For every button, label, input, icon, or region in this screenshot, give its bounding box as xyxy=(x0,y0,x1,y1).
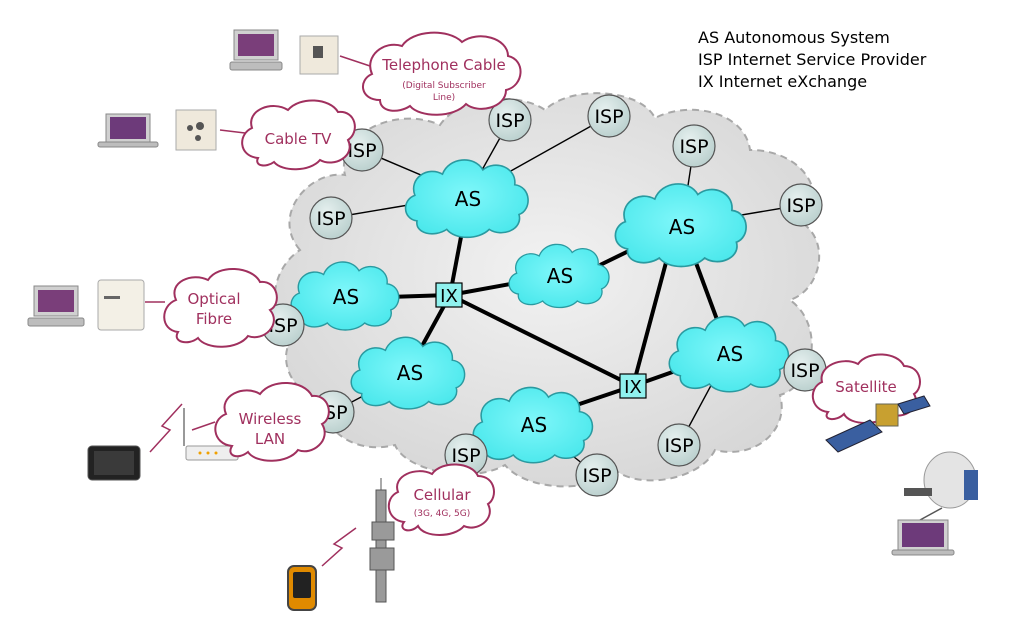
as-node: AS xyxy=(508,243,610,309)
svg-text:ISP: ISP xyxy=(451,445,480,467)
svg-text:Wireless: Wireless xyxy=(239,410,302,428)
svg-text:Cellular: Cellular xyxy=(413,486,471,504)
coax-socket-icon xyxy=(175,109,217,151)
isp-node: ISP xyxy=(779,183,823,227)
isp-node: ISP xyxy=(587,94,631,138)
wireless-signal-icon xyxy=(149,403,183,453)
optical-terminal-icon xyxy=(97,279,145,331)
as-node: AS xyxy=(290,261,400,331)
svg-text:AS: AS xyxy=(547,264,573,288)
svg-text:ISP: ISP xyxy=(495,110,524,132)
svg-text:ISP: ISP xyxy=(316,208,345,230)
telephone-bubble: Telephone Cable (Digital Subscriber Line… xyxy=(362,31,522,116)
svg-text:ISP: ISP xyxy=(268,315,297,337)
isp-node: ISP xyxy=(657,423,701,467)
wifi-router-icon xyxy=(183,408,239,461)
satellite-icon xyxy=(825,395,931,453)
svg-text:IX: IX xyxy=(624,377,642,398)
isp-node: ISP xyxy=(340,128,384,172)
wireless-bubble: Wireless LAN xyxy=(214,381,330,462)
svg-text:ISP: ISP xyxy=(679,136,708,158)
svg-text:ISP: ISP xyxy=(664,435,693,457)
satellite-dish-icon xyxy=(904,451,978,509)
mobile-phone-icon xyxy=(287,565,317,611)
svg-text:IX: IX xyxy=(440,286,458,307)
svg-text:(3G, 4G, 5G): (3G, 4G, 5G) xyxy=(414,509,471,519)
as-node: AS xyxy=(668,315,790,393)
svg-text:AS: AS xyxy=(717,342,743,366)
svg-text:AS: AS xyxy=(521,413,547,437)
svg-text:ISP: ISP xyxy=(594,106,623,128)
ix-node: IX xyxy=(435,282,463,308)
svg-text:AS: AS xyxy=(669,215,695,239)
telephone-computer-icon xyxy=(229,29,283,71)
isp-node: ISP xyxy=(488,98,532,142)
legend-as: AS Autonomous System xyxy=(698,28,890,47)
isp-node: ISP xyxy=(783,348,827,392)
isp-node: ISP xyxy=(575,453,619,497)
svg-text:ISP: ISP xyxy=(786,195,815,217)
cell-tower-icon xyxy=(369,478,395,603)
cable-tv-bubble: Cable TV xyxy=(241,99,356,171)
svg-text:ISP: ISP xyxy=(347,140,376,162)
svg-text:AS: AS xyxy=(333,285,359,309)
ix-node: IX xyxy=(619,373,647,399)
legend-ix: IX Internet eXchange xyxy=(698,72,868,91)
phone-socket-icon xyxy=(299,35,339,75)
optical-bubble: Optical Fibre xyxy=(163,267,278,348)
satellite-laptop-icon xyxy=(891,507,955,556)
svg-text:Cable TV: Cable TV xyxy=(265,130,333,148)
isp-node: ISP xyxy=(309,196,353,240)
isp-node: ISP xyxy=(672,124,716,168)
svg-text:AS: AS xyxy=(455,187,481,211)
as-node: AS xyxy=(404,159,529,239)
cable-tv-laptop-icon xyxy=(97,113,159,148)
svg-text:ISP: ISP xyxy=(582,465,611,487)
cellular-signal-icon xyxy=(321,527,357,567)
svg-text:(Digital Subscriber: (Digital Subscriber xyxy=(402,81,486,91)
svg-text:Fibre: Fibre xyxy=(196,310,232,328)
cellular-bubble: Cellular (3G, 4G, 5G) xyxy=(388,463,495,536)
svg-text:LAN: LAN xyxy=(255,430,285,448)
svg-text:Line): Line) xyxy=(433,93,455,103)
svg-text:Satellite: Satellite xyxy=(835,378,896,396)
as-node: AS xyxy=(472,386,594,464)
as-node: AS xyxy=(350,336,466,410)
svg-text:ISP: ISP xyxy=(790,360,819,382)
optical-computer-icon xyxy=(27,285,85,327)
svg-text:Optical: Optical xyxy=(188,290,241,308)
svg-text:AS: AS xyxy=(397,361,423,385)
tablet-icon xyxy=(87,445,141,481)
legend-isp: ISP Internet Service Provider xyxy=(698,50,927,69)
svg-text:Telephone Cable: Telephone Cable xyxy=(381,56,506,74)
as-node: AS xyxy=(614,183,747,268)
access-connectors xyxy=(145,55,371,431)
